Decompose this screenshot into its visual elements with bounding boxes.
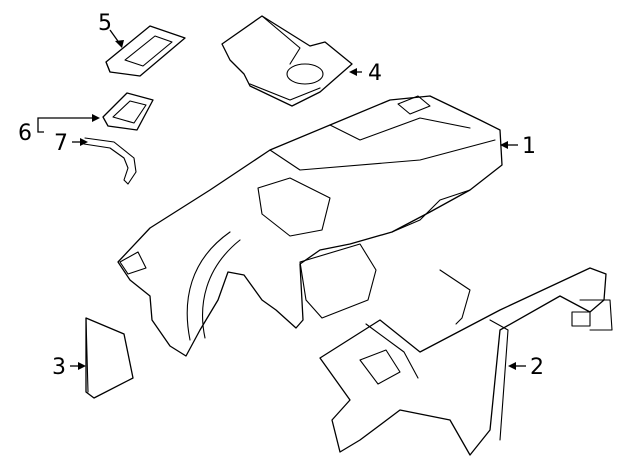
part-3-side-panel xyxy=(85,317,134,399)
part-4-upper-cover xyxy=(221,15,353,107)
leader-lines xyxy=(37,29,526,370)
part-2-crosscar-beam xyxy=(319,267,613,456)
part-1-instrument-panel xyxy=(117,95,503,357)
callout-4: 4 xyxy=(368,61,382,86)
part-5-trim-panel xyxy=(105,25,186,77)
callout-5: 5 xyxy=(98,11,112,36)
callout-7: 7 xyxy=(54,131,68,156)
part-7-strip xyxy=(83,137,137,185)
part-6-pad xyxy=(102,92,154,131)
callout-3: 3 xyxy=(52,355,66,380)
callout-2: 2 xyxy=(530,355,544,380)
callout-1: 1 xyxy=(522,134,536,159)
callout-6: 6 xyxy=(18,121,32,146)
